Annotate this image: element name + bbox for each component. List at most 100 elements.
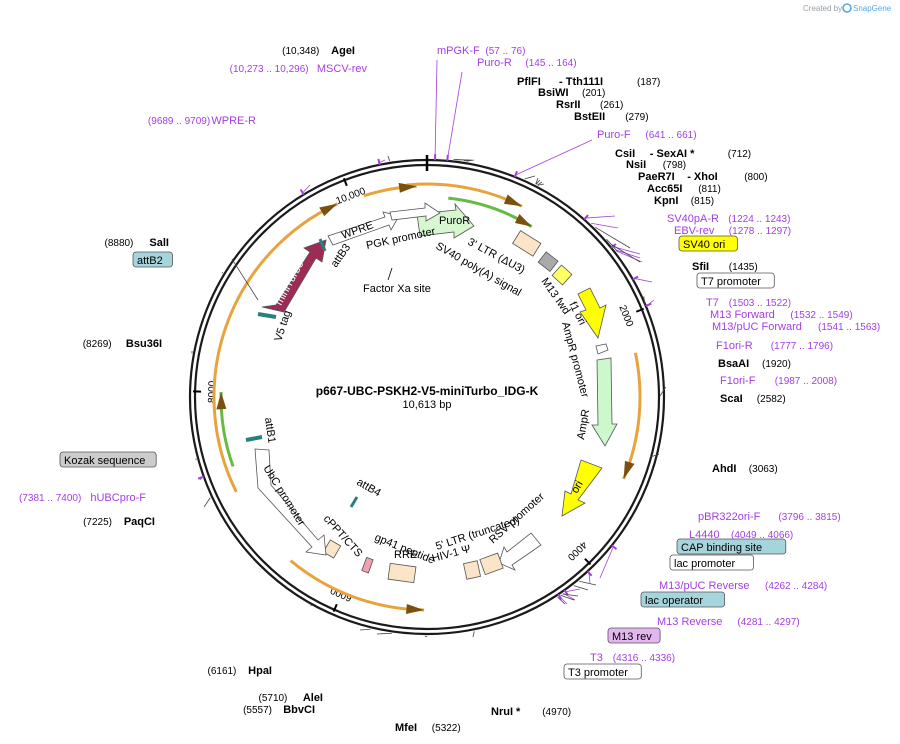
enzyme-acc65i-leader bbox=[537, 181, 543, 186]
enzyme-rsrii-leader bbox=[463, 159, 473, 162]
primer-wpre-r-pos: (9689 .. 9709) bbox=[148, 116, 210, 127]
feature-m13fwd: M13 fwd bbox=[539, 276, 573, 317]
enzyme-sfii-pos: (1435) bbox=[729, 262, 758, 273]
primer-sv40pa-r-pos: (1224 .. 1243) bbox=[728, 214, 790, 225]
label-lac-promoter-box bbox=[669, 554, 754, 571]
pgk-arrow bbox=[389, 202, 441, 222]
enzyme-csii-pos: (712) bbox=[728, 149, 751, 160]
label-lac-promoter: lac promoter bbox=[674, 558, 735, 570]
primer-pbr322ori-f-leader bbox=[599, 546, 614, 579]
enzyme-bsu36i-pos: (8269) bbox=[83, 339, 112, 350]
primer-t3: T3 bbox=[590, 652, 603, 664]
label-m13-rev-box bbox=[607, 627, 661, 644]
enzyme-scai-leader bbox=[659, 386, 667, 397]
primer-site-4262 bbox=[563, 589, 569, 596]
label-sv40-ori: SV40 ori bbox=[683, 239, 725, 251]
enzyme-sali-pos: (8880) bbox=[104, 238, 133, 249]
orf-arc-left bbox=[212, 202, 339, 493]
primer-mpgk-f: mPGK-F bbox=[437, 45, 480, 57]
credit-prefix: Created by bbox=[803, 4, 842, 13]
label-attb2: attB2 bbox=[137, 255, 163, 267]
enzyme-scai-pos: (2582) bbox=[757, 394, 786, 405]
label-t3-promoter: T3 promoter bbox=[568, 667, 628, 679]
feature-rre: RRE bbox=[394, 549, 417, 561]
rsv-promoter-arrow bbox=[498, 532, 542, 571]
primer-m13-puc-reverse-pos: (4262 .. 4284) bbox=[765, 581, 827, 592]
ubc-promoter-arrow bbox=[254, 448, 327, 556]
enzyme-kpni-pos: (815) bbox=[691, 196, 714, 207]
enzyme-bsteii-pos: (279) bbox=[625, 112, 648, 123]
enzyme-rsrii-pos: (261) bbox=[600, 100, 623, 111]
enzyme-paqci-pos: (7225) bbox=[83, 517, 112, 528]
enzyme-sfii: SfiI bbox=[692, 261, 709, 273]
primer-site-4049 bbox=[586, 570, 593, 577]
green-arc-puro-head bbox=[514, 214, 532, 227]
primer-wpre-r-leader bbox=[302, 184, 311, 194]
primer-ebv-rev-pos: (1278 .. 1297) bbox=[729, 226, 791, 237]
tick-10000 bbox=[342, 177, 348, 187]
feature-puror: PuroR bbox=[439, 215, 470, 227]
primer-l4440-leader bbox=[588, 572, 591, 584]
primer-f1ori-f-leader bbox=[647, 299, 655, 306]
primer-m13-forward-pos: (1532 .. 1549) bbox=[790, 310, 852, 321]
ampr-arrow bbox=[591, 357, 618, 447]
enzyme-bsiwi: BsiWI bbox=[538, 87, 569, 99]
enzyme-paqci-leader bbox=[203, 497, 211, 508]
primer-sv40pa-r-leader bbox=[585, 215, 616, 219]
hiv-psi-box bbox=[463, 560, 481, 580]
primer-m13-forward: M13 Forward bbox=[710, 309, 775, 321]
ltr3-box bbox=[512, 230, 542, 257]
primer-site-1777 bbox=[632, 275, 639, 281]
enzyme-paer7i-2: - XhoI bbox=[687, 171, 718, 183]
ampr-promoter-arrow bbox=[595, 343, 609, 355]
label-leaders bbox=[191, 59, 667, 638]
v5-mark bbox=[257, 312, 277, 319]
enzyme-kpni-leader bbox=[537, 183, 545, 186]
enzyme-nsii-pos: (798) bbox=[663, 160, 686, 171]
enzyme-bsaai-pos: (1920) bbox=[762, 359, 791, 370]
enzyme-paer7i-leader bbox=[535, 179, 541, 185]
enzyme-pflfi-pos: (187) bbox=[637, 77, 660, 88]
puror-arrow bbox=[416, 202, 475, 239]
primer-sv40pa-r: SV40pA-R bbox=[667, 213, 719, 225]
orf-arc-left-head bbox=[319, 203, 338, 217]
miniturbo-arrow bbox=[261, 239, 327, 313]
enzyme-nsii-leader bbox=[535, 177, 539, 185]
enzyme-csii-2: - SexAI * bbox=[650, 148, 695, 160]
primer-puro-r-pos: (145 .. 164) bbox=[525, 58, 576, 69]
enzyme-scai: ScaI bbox=[720, 393, 743, 405]
primer-m13-forward-leader bbox=[615, 249, 641, 259]
orf-arcs bbox=[212, 182, 642, 614]
primer-pbr322ori-f: pBR322ori-F bbox=[698, 511, 761, 523]
orf-arc-right-head bbox=[623, 460, 635, 479]
label-cap-binding-site-box bbox=[676, 538, 787, 555]
primer-m13-puc-forward: M13/pUC Forward bbox=[712, 321, 802, 333]
wpre-arrow bbox=[327, 211, 400, 246]
primer-mscv-rev: MSCV-rev bbox=[317, 63, 368, 75]
enzyme-bsaai-leader bbox=[643, 296, 646, 307]
feature-ori: ori bbox=[569, 479, 586, 496]
primer-f1ori-r-pos: (1777 .. 1796) bbox=[771, 341, 833, 352]
primer-m13-puc-reverse-leader bbox=[565, 588, 581, 593]
green-arc-left-head bbox=[216, 392, 227, 410]
label-kozak-sequence-box bbox=[59, 451, 157, 468]
primer-ebv-rev-leader bbox=[590, 222, 619, 229]
primer-wpre-r: WPRE-R bbox=[211, 115, 256, 127]
primer-puro-r: Puro-R bbox=[477, 57, 512, 69]
enzyme-nrui-leader bbox=[472, 631, 475, 638]
primer-hubcpro-f: hUBCpro-F bbox=[90, 492, 146, 504]
primer-f1ori-f-pos: (1987 .. 2008) bbox=[775, 376, 837, 387]
label-kozak-sequence: Kozak sequence bbox=[64, 455, 145, 467]
primer-site-1224 bbox=[583, 214, 589, 221]
label-t7-promoter-box bbox=[696, 272, 775, 289]
credit-brand: SnapGene bbox=[853, 4, 892, 13]
primer-t7: T7 bbox=[706, 297, 719, 309]
enzyme-alei-pos: (5710) bbox=[258, 693, 287, 704]
label-t7-promoter-leader bbox=[610, 243, 641, 263]
primer-hubcpro-f-leader bbox=[199, 477, 203, 481]
enzyme-pflfi-2: - Tth111I bbox=[559, 76, 603, 88]
enzyme-bbvci: BbvCI bbox=[283, 704, 315, 716]
primer-m13-puc-forward-pos: (1541 .. 1563) bbox=[818, 322, 880, 333]
primer-site-10273 bbox=[377, 158, 381, 165]
